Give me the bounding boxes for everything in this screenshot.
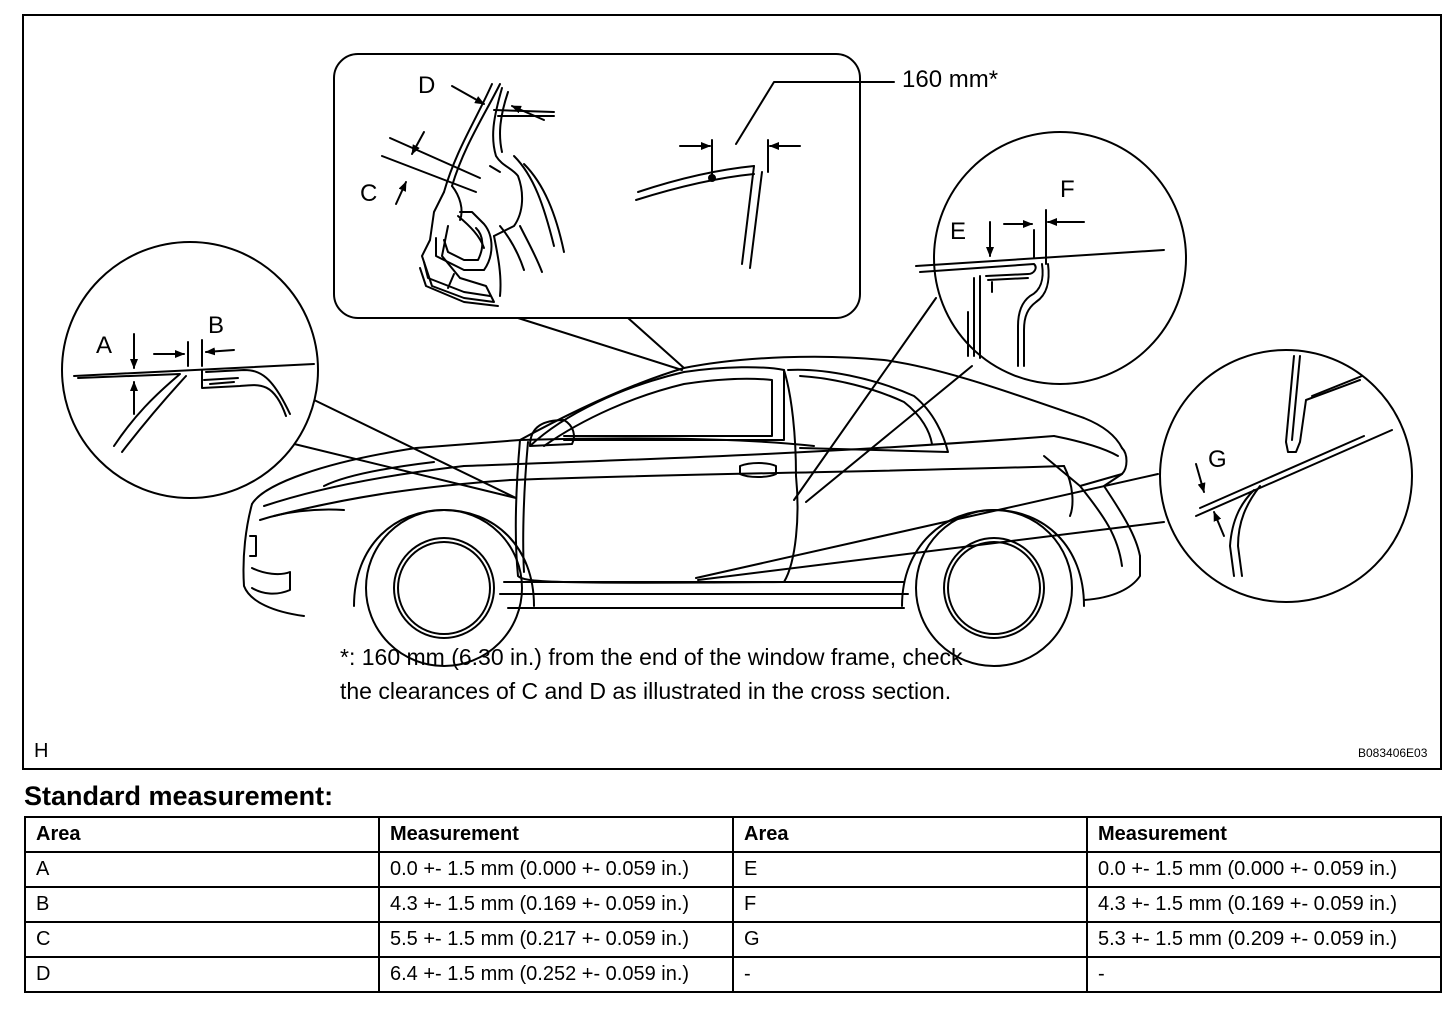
detail-circle-ab [61, 241, 319, 499]
callout-label-f: F [1060, 176, 1075, 203]
table-cell: D [24, 956, 380, 993]
table-cell: - [1086, 956, 1442, 993]
callout-label-b: B [208, 312, 225, 339]
header-measurement-1: Measurement [378, 816, 734, 853]
table-cell: 5.5 +- 1.5 mm (0.217 +- 0.059 in.) [378, 921, 734, 958]
detail-box-cd [333, 53, 895, 319]
callout-label-c: C [360, 180, 378, 207]
table-cell: 0.0 +- 1.5 mm (0.000 +- 0.059 in.) [378, 851, 734, 888]
table-row: B 4.3 +- 1.5 mm (0.169 +- 0.059 in.) F 4… [24, 886, 1442, 923]
car-door-clearance-diagram [61, 53, 1413, 667]
callout-label-g: G [1208, 446, 1227, 473]
table-cell: C [24, 921, 380, 958]
figure-code: B083406E03 [1358, 746, 1428, 760]
table-cell: B [24, 886, 380, 923]
figure-frame: A B C D E F G 160 mm* *: 160 mm (6.30 in… [22, 14, 1442, 770]
callout-pointers [285, 297, 1165, 581]
detail-circle-g [1159, 349, 1413, 603]
figure-corner-label: H [34, 740, 49, 762]
table-cell: 5.3 +- 1.5 mm (0.209 +- 0.059 in.) [1086, 921, 1442, 958]
car-body [242, 355, 1141, 667]
table-cell: 4.3 +- 1.5 mm (0.169 +- 0.059 in.) [1086, 886, 1442, 923]
table-cell: A [24, 851, 380, 888]
footnote-line-2: the clearances of C and D as illustrated… [340, 678, 952, 704]
dimension-label-160mm: 160 mm* [902, 66, 999, 93]
table-cell: E [732, 851, 1088, 888]
table-cell: 0.0 +- 1.5 mm (0.000 +- 0.059 in.) [1086, 851, 1442, 888]
standard-measurement-table: Area Measurement Area Measurement A 0.0 … [24, 816, 1442, 993]
table-cell: 4.3 +- 1.5 mm (0.169 +- 0.059 in.) [378, 886, 734, 923]
callout-label-e: E [950, 218, 967, 245]
table-cell: F [732, 886, 1088, 923]
header-area-1: Area [24, 816, 380, 853]
callout-label-a: A [96, 332, 113, 359]
detail-circle-ef [915, 131, 1187, 385]
footnote-line-1: *: 160 mm (6.30 in.) from the end of the… [340, 644, 963, 670]
section-title: Standard measurement: [24, 781, 334, 811]
table-row: A 0.0 +- 1.5 mm (0.000 +- 0.059 in.) E 0… [24, 851, 1442, 888]
table-cell: - [732, 956, 1088, 993]
callout-label-d: D [418, 72, 436, 99]
table-cell: 6.4 +- 1.5 mm (0.252 +- 0.059 in.) [378, 956, 734, 993]
table-cell: G [732, 921, 1088, 958]
table-header-row: Area Measurement Area Measurement [24, 816, 1442, 853]
header-measurement-2: Measurement [1086, 816, 1442, 853]
table-row: C 5.5 +- 1.5 mm (0.217 +- 0.059 in.) G 5… [24, 921, 1442, 958]
header-area-2: Area [732, 816, 1088, 853]
table-row: D 6.4 +- 1.5 mm (0.252 +- 0.059 in.) - - [24, 956, 1442, 993]
